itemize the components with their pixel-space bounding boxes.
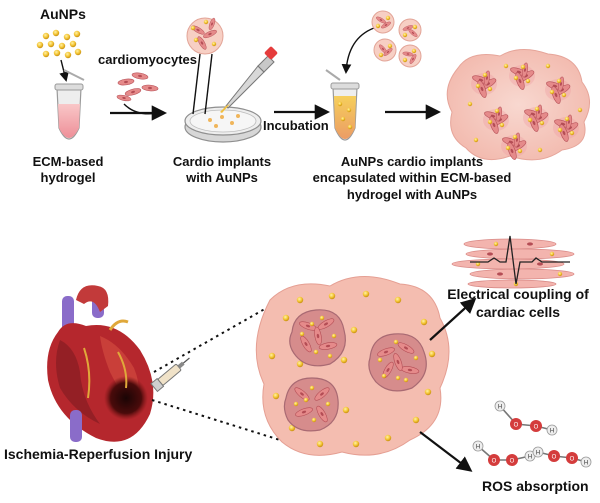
atom-label: H <box>476 445 480 451</box>
heart-illustration <box>47 285 154 442</box>
atom-label: H <box>528 455 532 461</box>
encapsulation-caption-line: encapsulated within ECM-based <box>312 170 512 186</box>
atom-label: O <box>510 459 515 465</box>
atom-label: H <box>498 405 502 411</box>
hydrogel-caption-line: ECM-based <box>32 154 104 169</box>
implanted-hydrogel-patch <box>446 49 590 160</box>
electrical-coupling-caption: Electrical coupling of cardiac cells <box>447 286 589 321</box>
atom-label: O <box>570 457 575 463</box>
syringe <box>150 357 190 393</box>
ros-caption: ROS absorption <box>482 478 589 494</box>
atom-label: O <box>534 425 539 431</box>
hydrogel-tube <box>54 69 85 140</box>
ros-molecules: H O O H H O O H H O O H <box>472 400 592 468</box>
encapsulation-caption: AuNPs cardio implants encapsulated withi… <box>313 154 512 203</box>
ischemia-caption: Ischemia-Reperfusion Injury <box>4 446 193 462</box>
atom-label: O <box>492 459 497 465</box>
encapsulation-caption-line: AuNPs cardio implants <box>340 154 484 169</box>
atom-label: O <box>514 423 519 429</box>
cardiac-tissue-strand <box>451 235 575 289</box>
implant-sphere <box>186 16 224 55</box>
implant-spheres <box>371 10 422 68</box>
atom-label: H <box>584 461 588 467</box>
aunp-particles <box>36 29 82 59</box>
hydrogel-caption: ECM-based hydrogel <box>33 154 104 187</box>
petri-dish <box>184 106 262 143</box>
zoomed-hydrogel <box>255 275 450 456</box>
cardiomyocytes-label: cardiomyocytes <box>98 52 197 67</box>
encapsulation-tube <box>325 69 360 141</box>
electrical-coupling-line: cardiac cells <box>475 303 561 320</box>
aunps-label: AuNPs <box>40 6 86 22</box>
implants-caption: Cardio implants with AuNPs <box>173 154 271 187</box>
pipette <box>220 46 278 113</box>
electrical-coupling-line: Electrical coupling of <box>447 286 589 302</box>
implants-caption-line: Cardio implants <box>172 154 272 169</box>
atom-label: O <box>552 455 557 461</box>
encapsulation-caption-line: hydrogel with AuNPs <box>346 186 478 202</box>
atom-label: H <box>536 451 540 457</box>
implants-caption-line: with AuNPs <box>186 170 258 186</box>
hydrogel-caption-line: hydrogel <box>40 170 96 186</box>
incubation-label: Incubation <box>263 118 329 133</box>
atom-label: H <box>550 429 554 435</box>
cardiomyocyte-cells <box>116 71 159 103</box>
